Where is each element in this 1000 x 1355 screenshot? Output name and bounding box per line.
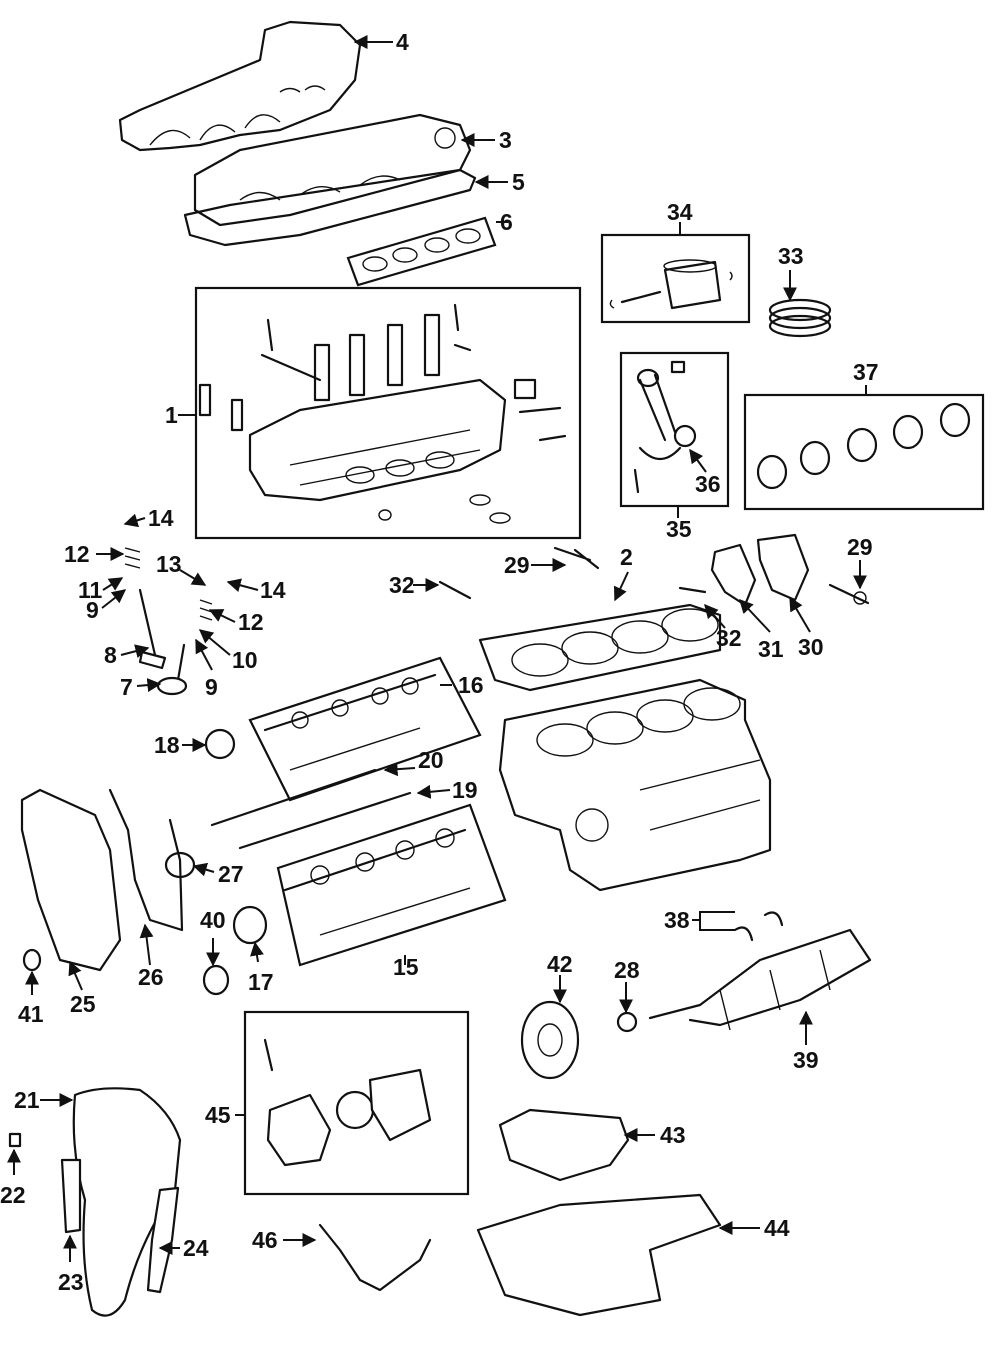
callout-27: 27 [218,861,244,887]
engine-cover[interactable] [118,20,362,152]
idler-pulley[interactable] [232,905,268,945]
oil-strainer[interactable] [318,1223,432,1292]
valve-springs[interactable] [124,547,213,621]
callout-3: 3 [499,127,512,153]
oil-pump[interactable] [243,1010,470,1196]
timing-chain[interactable] [72,1087,182,1317]
callout-43: 43 [660,1122,686,1148]
callout-4: 4 [396,29,409,55]
callout-45: 45 [205,1102,231,1128]
callout-38: 38 [664,907,690,933]
callout-2: 2 [620,544,633,570]
timing-cover-gasket[interactable] [108,788,184,932]
oil-baffle[interactable] [498,1108,630,1182]
valve-cover-gasket[interactable] [183,168,477,247]
callout-31: 31 [758,636,784,662]
callout-32a: 32 [389,572,415,598]
spark-plug-tube-seals[interactable] [346,216,497,287]
callout-9a: 9 [86,597,99,623]
cam-sprocket[interactable] [204,728,236,760]
callout-24: 24 [183,1235,209,1261]
bracket-30[interactable] [756,533,810,602]
piston-assembly[interactable] [600,233,751,324]
callout-26: 26 [138,964,164,990]
washer[interactable] [22,948,42,972]
callout-40: 40 [200,907,226,933]
callout-leaders [6,35,867,1262]
thrust-washers[interactable] [733,911,784,942]
callout-37: 37 [853,359,879,385]
connecting-rod[interactable] [619,351,730,508]
callout-17: 17 [248,969,274,995]
valve-left[interactable] [138,588,167,670]
callout-5: 5 [512,169,525,195]
bracket-31[interactable] [710,543,757,607]
chain-tensioner-plug[interactable] [8,1132,22,1148]
callout-12b: 12 [238,609,264,635]
chain-guide[interactable] [60,1158,82,1234]
sensor-29-right[interactable] [828,583,870,605]
timing-cover[interactable] [20,788,122,972]
callout-34: 34 [667,199,693,225]
callout-14b: 14 [260,577,286,603]
bolt-32-left[interactable] [438,580,472,600]
bolt-32-right[interactable] [678,586,707,594]
callout-22: 22 [0,1182,26,1208]
callout-23: 23 [58,1269,84,1295]
callout-labels: 1 2 3 4 5 6 7 8 9 9 10 11 12 12 13 14 14… [0,29,879,1295]
callout-42: 42 [547,951,573,977]
callout-18: 18 [154,732,180,758]
callout-10: 10 [232,647,258,673]
rocker-shaft-19[interactable] [238,791,412,850]
callout-14a: 14 [148,505,174,531]
callout-28: 28 [614,957,640,983]
callout-29b: 29 [847,534,873,560]
intake-camshaft[interactable] [248,656,482,802]
callout-1: 1 [165,402,178,428]
head-gasket[interactable] [478,603,722,692]
callout-29a: 29 [504,552,530,578]
crank-seal[interactable] [202,964,230,996]
callout-11: 11 [78,577,103,603]
callout-15: 15 [393,954,419,980]
callout-8: 8 [104,642,117,668]
callout-44: 44 [764,1215,790,1241]
callout-6: 6 [500,209,513,235]
piston-rings[interactable] [768,298,832,338]
rocker-shaft-20[interactable] [210,768,377,827]
callout-12a: 12 [64,541,90,567]
tensioner-arm[interactable] [146,1186,180,1294]
callout-30: 30 [798,634,824,660]
exhaust-camshaft[interactable] [276,803,507,967]
oil-pressure-sensor[interactable] [553,546,600,570]
oil-pan[interactable] [476,1193,722,1317]
callout-9b: 9 [205,674,218,700]
callout-36: 36 [695,471,721,497]
callout-35: 35 [666,516,692,542]
callout-21: 21 [14,1087,40,1113]
callout-25: 25 [70,991,96,1017]
callout-39: 39 [793,1047,819,1073]
pulley-bolt[interactable] [616,1011,638,1033]
main-bearings[interactable] [743,393,985,511]
cylinder-head[interactable] [194,286,582,540]
callout-41: 41 [18,1001,44,1027]
crankshaft[interactable] [648,928,872,1031]
crankshaft-pulley[interactable] [520,1000,580,1080]
valve-right[interactable] [156,643,188,696]
callout-19: 19 [452,777,478,803]
callout-33: 33 [778,243,804,269]
callout-20: 20 [418,747,444,773]
engine-block[interactable] [498,678,772,892]
callout-16: 16 [458,672,484,698]
callout-13: 13 [156,551,182,577]
callout-7: 7 [120,674,133,700]
callout-46: 46 [252,1227,278,1253]
callout-32b: 32 [716,625,742,651]
